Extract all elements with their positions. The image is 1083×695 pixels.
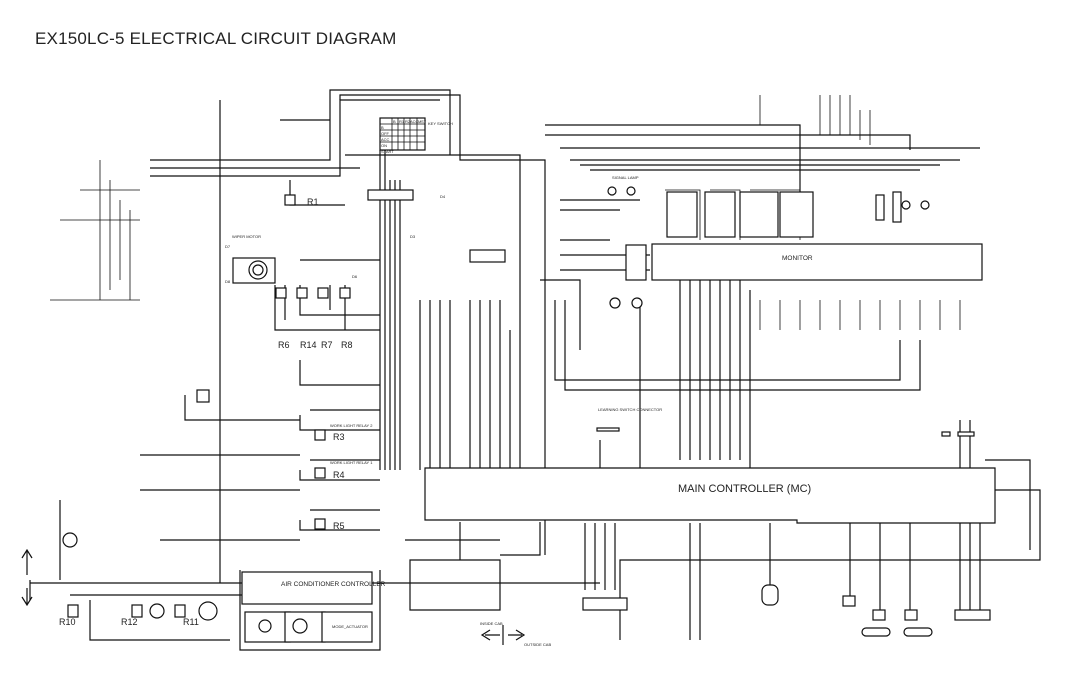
relay-label: R6 [278, 340, 290, 350]
key-col: M [418, 119, 421, 124]
wiring [29, 89, 1041, 651]
diode-label: D4 [440, 194, 446, 199]
relay-label: R12 [121, 617, 138, 627]
relay-caption: WORK LIGHT RELAY 2 [330, 423, 373, 428]
relay-label: R8 [341, 340, 353, 350]
connector-block [367, 189, 414, 201]
learning-switch-connector: LEARNING SWITCH CONNECTOR [582, 407, 991, 637]
relay-r3 [314, 429, 326, 441]
key-row: ON [381, 143, 387, 148]
diode-label: D7 [225, 244, 231, 249]
diode-label: D6 [352, 274, 358, 279]
wiper-motor: WIPER MOTOR D7 D8 D6 D4 D3 [225, 194, 446, 284]
motor-icon [196, 389, 210, 403]
key-row: B [381, 125, 384, 130]
cab-boundary: INSIDE CAB OUTSIDE CAB [21, 548, 551, 647]
diode-label: D3 [410, 234, 416, 239]
main-controller-block: MAIN CONTROLLER (MC) [424, 467, 996, 524]
blower-motor-icon [258, 619, 272, 633]
lamp-icon [626, 186, 636, 196]
relay-caption: WORK LIGHT RELAY 1 [330, 460, 373, 465]
key-col: R2 [405, 119, 411, 124]
outside-cab-label: OUTSIDE CAB [524, 642, 551, 647]
diode-label: D8 [225, 279, 231, 284]
learning-switch-label: LEARNING SWITCH CONNECTOR [598, 407, 662, 412]
relay-label: R14 [300, 340, 317, 350]
lamp-icon [607, 186, 617, 196]
relay-label: R3 [333, 432, 345, 442]
relay-label: R10 [59, 617, 76, 627]
relay-r5 [314, 518, 326, 530]
connector-block [469, 249, 506, 263]
key-switch-label: KEY SWITCH [428, 121, 453, 126]
ac-controller-label: AIR CONDITIONER CONTROLLER [281, 581, 386, 588]
compressor-clutch-icon [198, 601, 218, 621]
damper-icon [292, 618, 308, 634]
key-col: ST [421, 119, 427, 124]
wiper-motor-label: WIPER MOTOR [232, 234, 261, 239]
lamp-icon [149, 603, 165, 619]
relay-label: R4 [333, 470, 345, 480]
key-col: B [393, 119, 396, 124]
relay-label: R7 [321, 340, 333, 350]
buzzer-icon [625, 244, 647, 281]
relay-r1 [284, 194, 296, 206]
key-col: R1 [399, 119, 405, 124]
key-row: ACC [381, 137, 390, 142]
relay-label: R11 [183, 617, 199, 627]
monitor-block: MONITOR [651, 243, 983, 281]
relays: R1 WORK LIGHT RELAY 2 R3 WORK LIGHT RELA… [59, 194, 373, 627]
signal-lamp-label: SIGNAL LAMP [612, 175, 639, 180]
inside-cab-label: INSIDE CAB [480, 621, 503, 626]
signal-lamps: SIGNAL LAMP [607, 175, 930, 309]
relay-r4 [314, 467, 326, 479]
air-conditioner-controller: AIR CONDITIONER CONTROLLER MODE_ACTUATOR [241, 571, 386, 643]
fuel-gauge-icon [631, 297, 643, 309]
main-controller-label: MAIN CONTROLLER (MC) [678, 483, 811, 495]
monitor-label: MONITOR [782, 255, 813, 262]
temperature-gauge-icon [609, 297, 621, 309]
horn-icon [62, 532, 78, 548]
key-row: OFF [381, 131, 390, 136]
diagram-title: EX150LC-5 ELECTRICAL CIRCUIT DIAGRAM [35, 29, 397, 48]
mode-actuator-label: MODE_ACTUATOR [332, 624, 368, 629]
key-row: START [381, 149, 394, 154]
key-col: ACC [410, 119, 419, 124]
relay-label: R5 [333, 521, 345, 531]
key-switch: KEY SWITCH B OFF ACC ON START B R1 R2 AC… [367, 117, 506, 263]
relay-label: R1 [307, 197, 319, 207]
